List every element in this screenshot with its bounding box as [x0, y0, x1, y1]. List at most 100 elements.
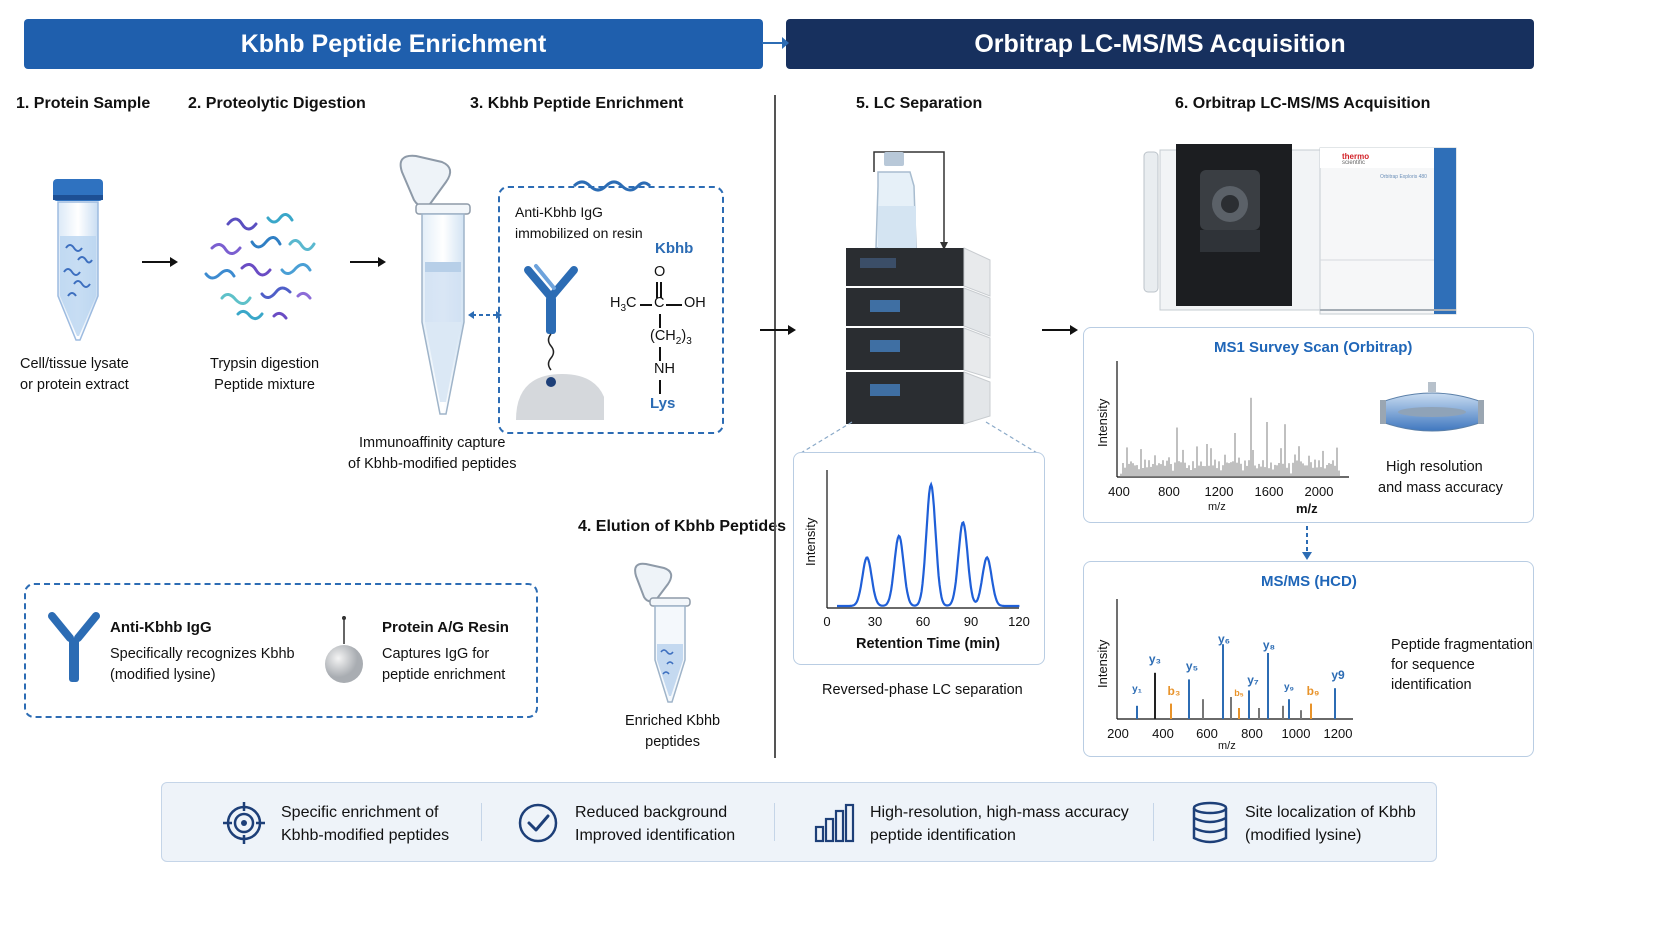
- legend-igg-text: Specifically recognizes Kbhb (modified l…: [110, 646, 295, 683]
- banner-orbitrap-acquisition: Orbitrap LC-MS/MS Acquisition: [786, 19, 1534, 69]
- lc-chromatogram-panel: [793, 452, 1045, 665]
- peptide-mixture-icon: [204, 213, 316, 321]
- ms1-xlabel-under: m/z: [1208, 501, 1226, 513]
- ion-label-b5: b₅: [1234, 688, 1244, 698]
- arrow-icon: [1042, 325, 1078, 335]
- lc-tick: 90: [963, 614, 979, 629]
- protein-sample-tube-icon: [53, 179, 103, 341]
- kbhb-structure: O H3C C OH (CH2)3 NH: [606, 262, 718, 412]
- arrow-icon: [142, 257, 178, 267]
- banner-connector-arrow-icon: [762, 37, 789, 49]
- ion-label-y6: y₆: [1217, 632, 1231, 646]
- dna-decoration-icon: [572, 180, 652, 192]
- ms2-side-text: Peptide fragmentation for sequence ident…: [1391, 637, 1533, 693]
- legend-igg-title: Anti-Kbhb IgG: [110, 619, 212, 636]
- ion-label-b9: b₉: [1306, 684, 1320, 698]
- lc-tick: 120: [1008, 614, 1030, 629]
- eluted-peptides-tube-icon: [634, 562, 691, 703]
- ms1-ylabel: Intensity: [1095, 398, 1110, 447]
- step5-title: 5. LC Separation: [856, 95, 983, 112]
- enrichment-detail-box: [498, 186, 724, 434]
- step1-title: 1. Protein Sample: [16, 95, 151, 112]
- ms1-tick: 2000: [1304, 484, 1334, 499]
- feature-divider: [481, 803, 482, 841]
- bar-chart-icon: [814, 803, 855, 843]
- lc-xlabel: Retention Time (min): [856, 636, 1000, 652]
- ms2-ylabel: Intensity: [1095, 639, 1110, 688]
- instrument-brand2: scientific: [1342, 160, 1366, 166]
- step1-caption: Cell/tissue lysate or protein extract: [20, 356, 129, 393]
- enrichment-tube-icon: [399, 154, 471, 415]
- ion-label-y9a: y₉: [1283, 682, 1295, 693]
- step3-title: 3. Kbhb Peptide Enrichment: [470, 95, 684, 112]
- ion-label-y7: y₇: [1247, 673, 1259, 687]
- legend-resin-text: Captures IgG for peptide enrichment: [382, 646, 506, 683]
- feature-text-background: Reduced background Improved identificati…: [575, 804, 736, 844]
- arrow-icon: [350, 257, 386, 267]
- antibody-icon: [48, 612, 100, 682]
- step2-title: 2. Proteolytic Digestion: [188, 95, 366, 112]
- lys-label: Lys: [650, 395, 676, 412]
- lc-tick: 60: [915, 614, 931, 629]
- ms2-panel: [1083, 561, 1534, 757]
- step2-caption: Trypsin digestion Peptide mixture: [210, 356, 320, 393]
- antibody-label: Anti-Kbhb IgG immobilized on resin: [515, 204, 643, 241]
- step5-caption: Reversed-phase LC separation: [822, 682, 1023, 698]
- lc-system-icon: [846, 151, 991, 425]
- ms1-side-text: High resolution and mass accuracy: [1378, 459, 1503, 496]
- feature-text-enrichment: Specific enrichment of Kbhb-modified pep…: [281, 804, 450, 844]
- ms2-tick: 1000: [1281, 726, 1311, 741]
- ms2-tick: 200: [1107, 726, 1129, 741]
- lc-trace: [837, 481, 1020, 608]
- banner-kbhb-enrichment: Kbhb Peptide Enrichment: [24, 19, 763, 69]
- legend-resin-title: Protein A/G Resin: [382, 619, 509, 636]
- feature-divider: [1153, 803, 1154, 841]
- immobilized-antibody-icon: [516, 264, 604, 420]
- orbitrap-instrument-icon: [1143, 144, 1457, 315]
- legend-box: [24, 583, 538, 718]
- orbitrap-analyzer-icon: [1380, 382, 1484, 432]
- step4-caption: Enriched Kbhb peptides: [625, 713, 721, 750]
- features-bar: [161, 782, 1437, 862]
- ms1-tick: 1600: [1254, 484, 1284, 499]
- lc-ylabel: Intensity: [803, 517, 818, 566]
- lc-tick: 30: [867, 614, 883, 629]
- kbhb-label: Kbhb: [655, 240, 694, 257]
- database-icon: [1192, 801, 1228, 844]
- lc-chromatogram-chart: [826, 470, 1020, 609]
- target-icon: [223, 802, 265, 844]
- resin-bead-icon: [325, 616, 363, 683]
- ms2-tick: 400: [1152, 726, 1174, 741]
- ms2-spectrum-chart: [1116, 599, 1353, 720]
- step3-caption: Immunoaffinity capture of Kbhb-modified …: [348, 435, 517, 472]
- ion-label-y9b: y9: [1331, 668, 1345, 682]
- ms2-tick: 600: [1196, 726, 1218, 741]
- ms1-title: MS1 Survey Scan (Orbitrap): [1214, 339, 1413, 356]
- zoom-lines-decoration: [795, 421, 1043, 457]
- feature-divider: [774, 803, 775, 841]
- feature-text-site: Site localization of Kbhb (modified lysi…: [1245, 804, 1416, 844]
- ms1-to-ms2-arrow-icon: [1302, 526, 1312, 560]
- banner-right-title: Orbitrap LC-MS/MS Acquisition: [974, 29, 1346, 58]
- ms1-spectrum-chart: [1116, 361, 1349, 478]
- ion-label-y5: y₅: [1185, 659, 1199, 673]
- banner-left-title: Kbhb Peptide Enrichment: [240, 29, 547, 58]
- section-divider: [774, 95, 776, 758]
- ms2-title: MS/MS (HCD): [1261, 573, 1357, 590]
- ms2-tick: 1200: [1323, 726, 1353, 741]
- feature-text-resolution: High-resolution, high-mass accuracy pept…: [870, 804, 1129, 844]
- ms1-tick: 800: [1158, 484, 1180, 499]
- step4-title: 4. Elution of Kbhb Peptides: [578, 518, 786, 535]
- ms2-tick: 800: [1241, 726, 1263, 741]
- ms1-tick: 400: [1108, 484, 1130, 499]
- instrument-model: Orbitrap Exploris 480: [1380, 174, 1427, 180]
- ms1-tick: 1200: [1204, 484, 1234, 499]
- ion-label-y3: y₃: [1148, 652, 1162, 666]
- ion-label-b3: b₃: [1167, 684, 1181, 698]
- instrument-brand: thermo: [1342, 152, 1370, 161]
- lc-tick: 0: [823, 614, 831, 629]
- check-circle-icon: [518, 803, 558, 843]
- ms2-xlabel: m/z: [1218, 740, 1236, 752]
- ms1-xlabel-right: m/z: [1296, 501, 1318, 516]
- step6-title: 6. Orbitrap LC-MS/MS Acquisition: [1175, 95, 1431, 112]
